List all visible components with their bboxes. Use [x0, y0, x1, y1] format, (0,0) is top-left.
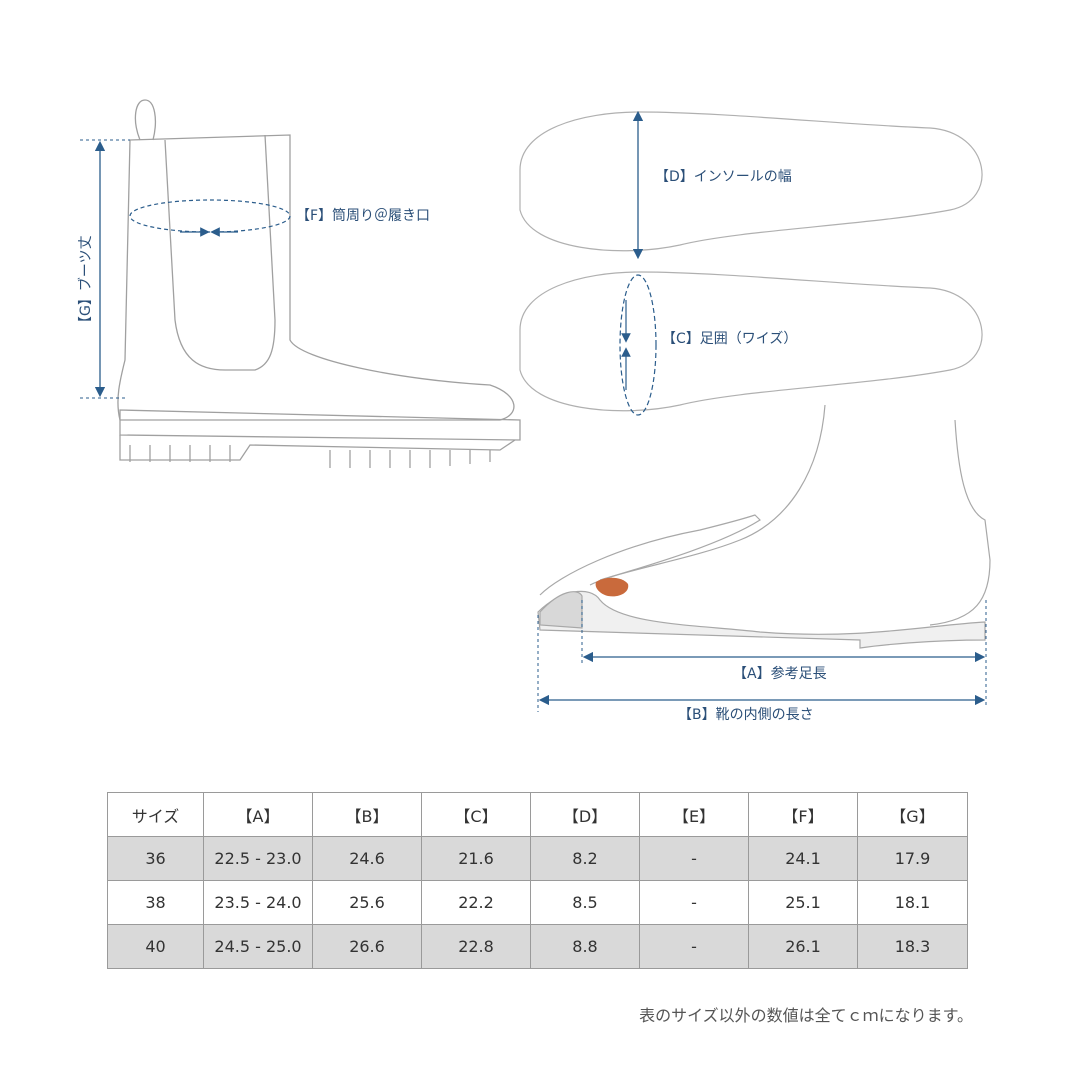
label-a: 【A】参考足長 — [733, 666, 827, 682]
label-f: 【F】筒周り＠履き口 — [296, 208, 431, 224]
foot-outline-heel — [929, 419, 991, 626]
cell-d: 8.8 — [530, 924, 640, 969]
cell-e: - — [639, 880, 749, 925]
insole-bottom — [519, 271, 983, 416]
cell-c: 22.8 — [421, 924, 531, 969]
header-c: 【C】 — [421, 792, 531, 837]
insole-top — [519, 110, 983, 260]
toe-space — [539, 591, 583, 629]
table-row: 40 24.5 - 25.0 26.6 22.8 8.8 - 26.1 18.3 — [107, 924, 968, 969]
table-row: 36 22.5 - 23.0 24.6 21.6 8.2 - 24.1 17.9 — [107, 836, 968, 881]
size-table: サイズ 【A】 【B】 【C】 【D】 【E】 【F】 【G】 36 22.5 … — [107, 792, 968, 969]
header-f: 【F】 — [748, 792, 858, 837]
cell-e: - — [639, 924, 749, 969]
boot-tread — [129, 445, 491, 468]
label-b: 【B】靴の内側の長さ — [678, 707, 814, 723]
measurement-diagram: 【D】インソールの幅 【C】足囲（ワイズ） 【F】筒周り＠履き口 【G】ブーツ丈… — [78, 99, 991, 723]
boot-pull-tab — [134, 99, 156, 141]
cell-f: 25.1 — [748, 880, 858, 925]
measure-g — [80, 139, 130, 399]
header-size: サイズ — [107, 792, 204, 837]
boot-elastic-panel — [164, 134, 276, 371]
table-row: 38 23.5 - 24.0 25.6 22.2 8.5 - 25.1 18.1 — [107, 880, 968, 925]
cell-a: 24.5 - 25.0 — [203, 924, 313, 969]
cell-g: 18.3 — [857, 924, 968, 969]
header-d: 【D】 — [530, 792, 640, 837]
label-g: 【G】ブーツ丈 — [78, 235, 94, 330]
cell-f: 26.1 — [748, 924, 858, 969]
measure-a — [581, 600, 987, 705]
cell-c: 21.6 — [421, 836, 531, 881]
table-header-row: サイズ 【A】 【B】 【C】 【D】 【E】 【F】 【G】 — [107, 792, 968, 837]
cell-g: 17.9 — [857, 836, 968, 881]
measure-f — [129, 199, 291, 237]
cell-d: 8.5 — [530, 880, 640, 925]
cell-f: 24.1 — [748, 836, 858, 881]
foot-in-shoe — [537, 404, 991, 649]
diagram-svg — [80, 99, 991, 712]
boot-upper — [117, 134, 515, 421]
cell-size: 38 — [107, 880, 204, 925]
shoe-upper-line — [539, 514, 761, 596]
cell-c: 22.2 — [421, 880, 531, 925]
cell-g: 18.1 — [857, 880, 968, 925]
cell-size: 36 — [107, 836, 204, 881]
boot-outsole — [119, 435, 516, 461]
cell-a: 23.5 - 24.0 — [203, 880, 313, 925]
cell-size: 40 — [107, 924, 204, 969]
cell-d: 8.2 — [530, 836, 640, 881]
shoe-sole — [537, 590, 986, 649]
cell-e: - — [639, 836, 749, 881]
header-e: 【E】 — [639, 792, 749, 837]
header-a: 【A】 — [203, 792, 313, 837]
cell-b: 25.6 — [312, 880, 422, 925]
header-g: 【G】 — [857, 792, 968, 837]
header-b: 【B】 — [312, 792, 422, 837]
cell-b: 26.6 — [312, 924, 422, 969]
boot-illustration — [117, 99, 521, 468]
measure-b — [537, 615, 986, 712]
footnote: 表のサイズ以外の数値は全てｃｍになります。 — [639, 1006, 973, 1025]
cell-a: 22.5 - 23.0 — [203, 836, 313, 881]
label-c: 【C】足囲（ワイズ） — [662, 331, 798, 347]
foot-outline-front — [589, 404, 826, 586]
toe-indicator — [595, 577, 629, 597]
boot-midsole — [119, 409, 521, 441]
label-d: 【D】インソールの幅 — [655, 169, 792, 185]
cell-b: 24.6 — [312, 836, 422, 881]
